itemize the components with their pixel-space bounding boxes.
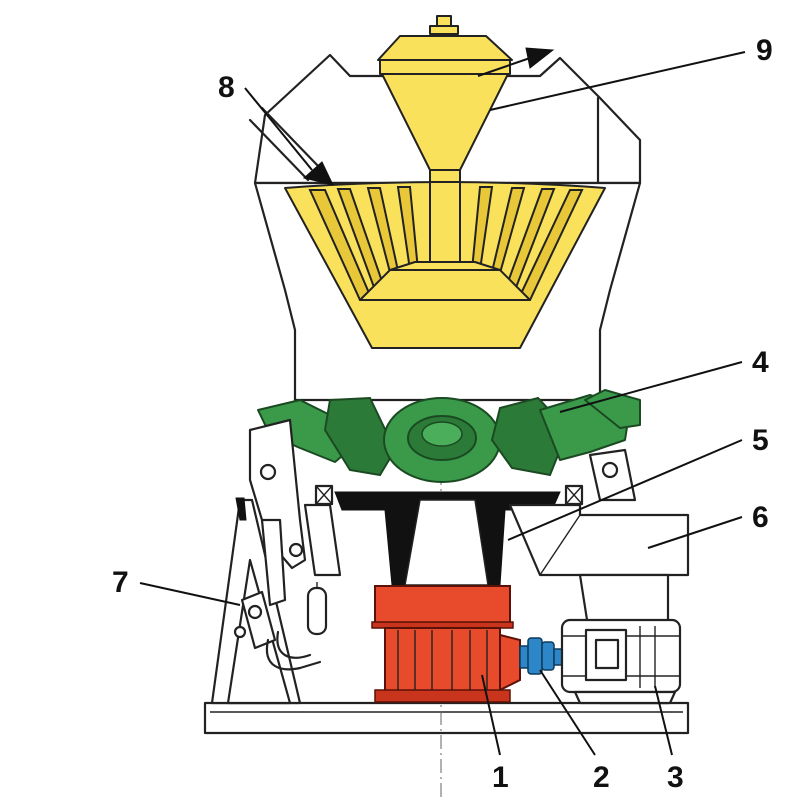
hydraulic-system [233,518,328,671]
gearbox [371,585,521,703]
callout-8: 8 [218,71,235,104]
callout-7: 7 [112,566,129,599]
callout-1: 1 [492,761,509,794]
arrow-head-9 [525,47,555,69]
callout-2: 2 [593,761,610,794]
leader-lines [139,51,746,756]
electric-motor [560,618,682,705]
coupling [519,637,567,675]
callout-9: 9 [756,34,773,67]
callout-labels: 1 2 3 4 5 6 7 8 9 [112,34,773,794]
callout-3: 3 [667,761,684,794]
classifier-cone [377,15,513,183]
arrow-head-8 [302,161,334,186]
callout-4: 4 [752,346,769,379]
callout-5: 5 [752,424,769,457]
callout-6: 6 [752,501,769,534]
rotor-cage [284,181,606,349]
base-plate [203,701,690,735]
flow-arrows [244,47,555,186]
grinding-rollers [257,389,641,483]
rocker-arms [248,418,637,570]
